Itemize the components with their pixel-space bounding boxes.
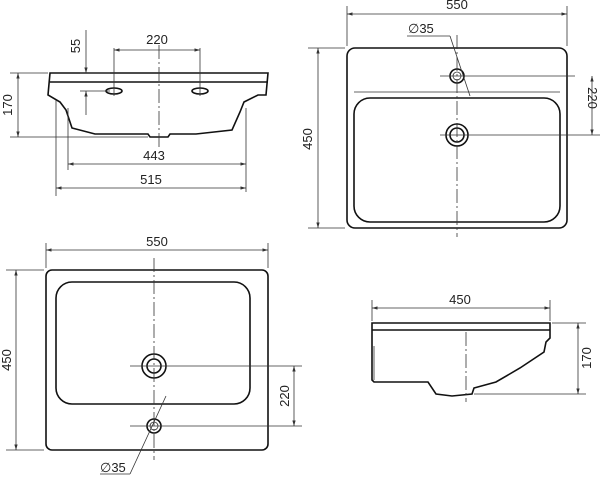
top-width-label: 550 (446, 0, 468, 12)
front-inner-width-label: 443 (143, 148, 165, 163)
front-view: 220 55 170 443 515 (0, 30, 269, 196)
bottom-basin-bowl (55, 281, 251, 405)
bottom-view: 550 450 220 ∅35 (0, 234, 302, 475)
bottom-depth-label: 450 (0, 349, 14, 371)
front-tap-height-label: 55 (68, 39, 83, 53)
top-view: 550 ∅35 220 450 (300, 0, 600, 237)
front-tap-spacing-label: 220 (146, 32, 168, 47)
side-basin-outline (371, 322, 551, 397)
side-depth-label: 450 (449, 292, 471, 307)
bottom-tap-hole-label: ∅35 (100, 460, 126, 475)
top-drain-offset-label: 220 (585, 87, 600, 109)
front-height-label: 170 (0, 94, 15, 116)
front-basin-outline (47, 72, 269, 138)
bottom-drain-offset-label: 220 (277, 385, 292, 407)
bottom-outer-rim (45, 269, 269, 451)
bottom-width-label: 550 (146, 234, 168, 249)
top-depth-label: 450 (300, 128, 315, 150)
front-outer-width-label: 515 (140, 172, 162, 187)
side-view: 450 170 (371, 292, 594, 402)
top-basin-bowl (353, 97, 561, 223)
top-tap-hole-label: ∅35 (408, 21, 434, 36)
side-height-label: 170 (579, 347, 594, 369)
